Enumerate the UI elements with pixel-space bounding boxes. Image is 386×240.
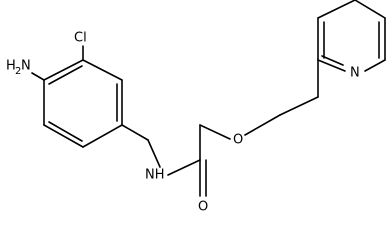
bond <box>82 59 123 81</box>
amino-n: N <box>21 59 31 74</box>
pyridine-ring <box>317 0 386 72</box>
bond-c-nh2 <box>31 72 45 81</box>
bond <box>48 65 83 85</box>
bond <box>317 0 356 19</box>
bond-nh-link <box>147 139 161 168</box>
bond-ring-nh <box>121 124 149 141</box>
bond <box>82 124 123 148</box>
amide-nh-label: NH <box>145 168 165 183</box>
bond <box>43 59 84 81</box>
bond-ch2-o <box>199 124 231 140</box>
bond <box>48 121 83 142</box>
bond <box>354 0 386 19</box>
molecule-structure: Cl H 2 N NH O O N <box>6 0 386 215</box>
bond-ch2-ch2 <box>279 96 319 116</box>
amino-subscript: 2 <box>15 66 21 77</box>
bond-o-ch2 <box>244 114 281 136</box>
chlorine-label: Cl <box>74 31 87 46</box>
carbonyl-oxygen-label: O <box>198 200 208 215</box>
bond <box>317 59 346 72</box>
bond <box>43 124 84 148</box>
bond <box>321 55 344 66</box>
amino-label: H 2 N <box>6 59 31 78</box>
bond <box>364 59 386 72</box>
amino-h: H <box>6 59 16 74</box>
pyridine-nitrogen-label: N <box>350 66 360 81</box>
benzene-ring <box>43 59 123 148</box>
ether-oxygen-label: O <box>233 133 243 148</box>
bond-nh-carbonyl <box>167 159 201 176</box>
